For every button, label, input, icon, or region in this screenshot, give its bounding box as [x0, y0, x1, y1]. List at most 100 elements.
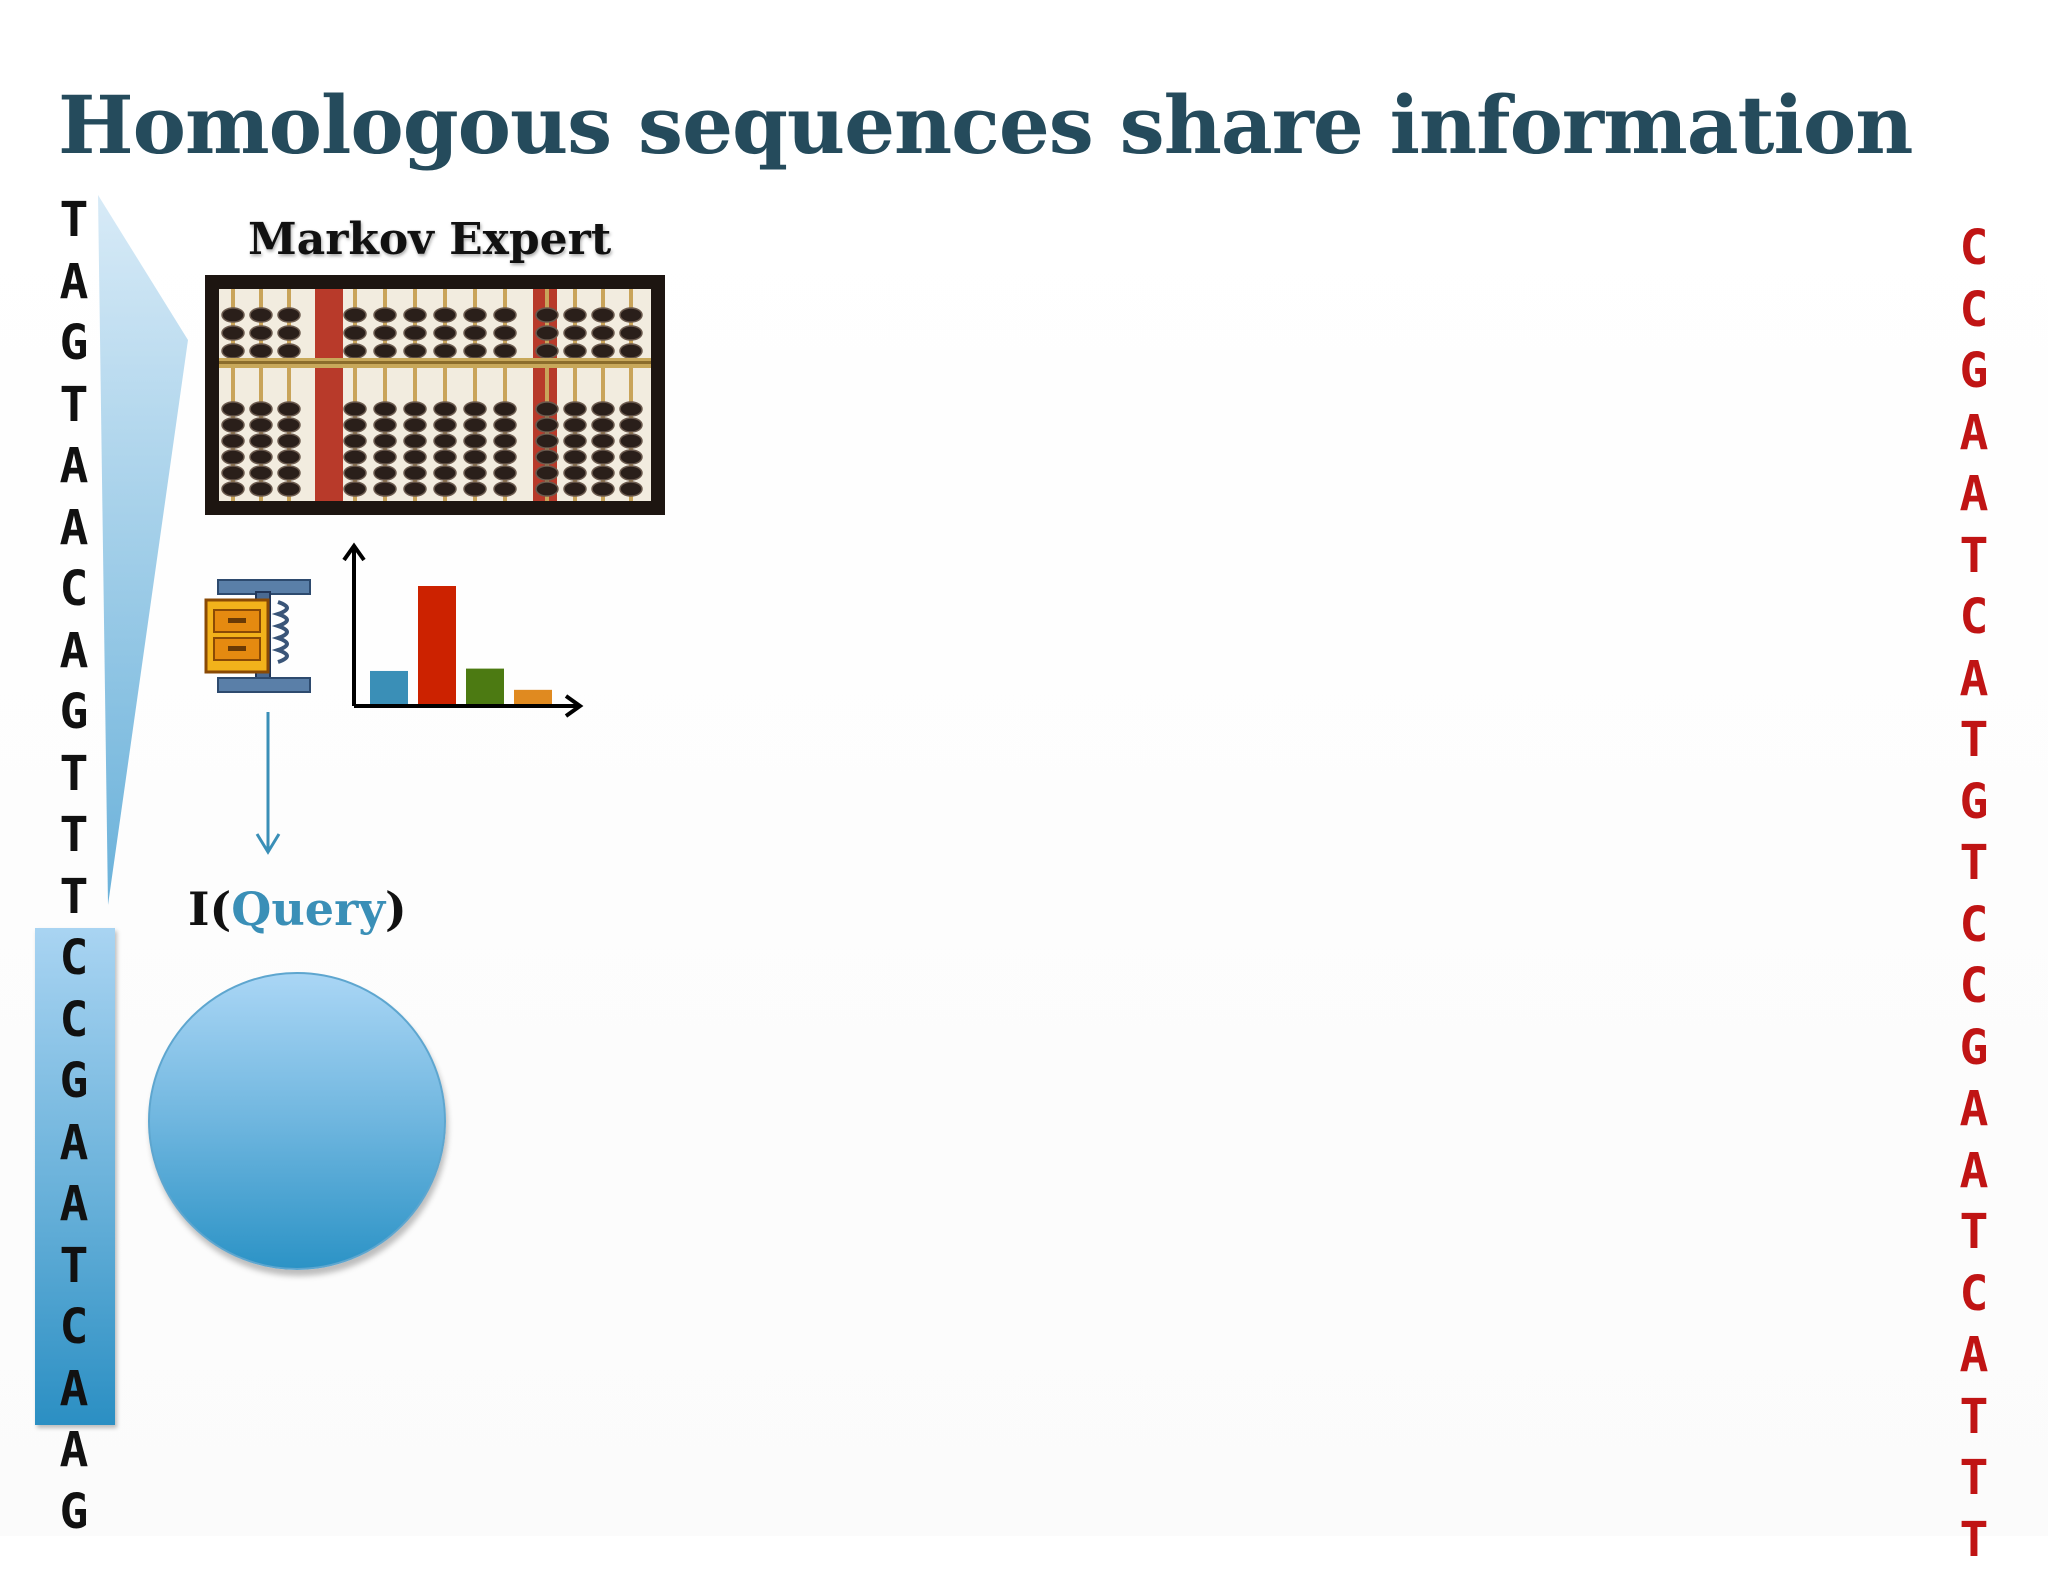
abacus-bead	[563, 465, 587, 481]
nucleotide: A	[59, 1422, 89, 1478]
histogram-bar	[466, 668, 504, 704]
abacus-bead	[221, 401, 245, 417]
abacus-bead	[373, 417, 397, 433]
context-wedge	[98, 195, 188, 905]
abacus-bead	[249, 433, 273, 449]
abacus-bead	[535, 325, 559, 341]
abacus-bead	[343, 433, 367, 449]
abacus-bead	[343, 343, 367, 359]
nucleotide: T	[1959, 1511, 1989, 1568]
abacus-bead	[535, 481, 559, 497]
abacus-bead	[619, 481, 643, 497]
slide-title: Homologous sequences share information	[58, 78, 1913, 172]
abacus-bead	[373, 307, 397, 323]
abacus-bead	[403, 417, 427, 433]
abacus-bead	[619, 433, 643, 449]
abacus-bead	[403, 343, 427, 359]
abacus-rod	[353, 289, 357, 501]
abacus-bead	[535, 401, 559, 417]
abacus-bead	[221, 433, 245, 449]
abacus-bead	[403, 481, 427, 497]
abacus-bead	[343, 465, 367, 481]
nucleotide: A	[59, 253, 89, 310]
abacus-rod	[443, 289, 447, 501]
abacus-bead	[403, 433, 427, 449]
abacus-bead	[463, 343, 487, 359]
slide-background	[0, 0, 2048, 1536]
abacus-bead	[373, 481, 397, 497]
abacus-bead	[221, 307, 245, 323]
abacus-bead	[591, 307, 615, 323]
nucleotide: T	[1959, 1450, 1989, 1506]
abacus-bead	[493, 307, 517, 323]
abacus-bead	[563, 449, 587, 465]
abacus-bead	[619, 417, 643, 433]
abacus-bead	[221, 449, 245, 465]
abacus-bead	[373, 465, 397, 481]
abacus-bead	[493, 325, 517, 341]
abacus-bead	[221, 465, 245, 481]
nucleotide: G	[59, 1053, 89, 1109]
abacus-rod	[259, 289, 263, 501]
abacus-bead	[535, 465, 559, 481]
abacus-bead	[249, 325, 273, 341]
nucleotide: A	[59, 1360, 89, 1417]
abacus-bead	[277, 307, 301, 323]
abacus-bead	[563, 433, 587, 449]
abacus-bead	[619, 401, 643, 417]
nucleotide: T	[59, 192, 89, 248]
abacus-bead	[373, 449, 397, 465]
abacus-bead	[493, 343, 517, 359]
abacus-bead	[373, 433, 397, 449]
abacus-bead	[343, 417, 367, 433]
abacus-bead	[463, 325, 487, 341]
abacus-bead	[463, 481, 487, 497]
abacus-bead	[535, 433, 559, 449]
nucleotide: T	[1959, 712, 1989, 768]
abacus-bead	[535, 307, 559, 323]
abacus-bead	[563, 417, 587, 433]
abacus-bead	[343, 449, 367, 465]
nucleotide: T	[1959, 527, 1989, 584]
nucleotide: T	[1959, 1388, 1989, 1445]
abacus-bead	[249, 343, 273, 359]
abacus-bead	[563, 481, 587, 497]
abacus-bead	[493, 481, 517, 497]
down-arrow	[255, 712, 281, 855]
nucleotide: A	[1959, 1142, 1989, 1199]
abacus-bead	[563, 325, 587, 341]
nucleotide: G	[59, 684, 89, 740]
abacus-bead	[249, 401, 273, 417]
abacus-rod	[473, 289, 477, 501]
information-suffix: )	[385, 882, 407, 936]
abacus-rod	[601, 289, 605, 501]
abacus-bead	[493, 401, 517, 417]
abacus-bead	[373, 343, 397, 359]
abacus-bead	[463, 433, 487, 449]
abacus-bead	[433, 481, 457, 497]
abacus-bead	[433, 465, 457, 481]
abacus-bead	[277, 417, 301, 433]
nucleotide: A	[1959, 404, 1989, 461]
abacus-bead	[277, 449, 301, 465]
abacus-icon	[205, 275, 665, 515]
nucleotide: A	[59, 622, 89, 679]
information-query: Query	[231, 882, 386, 936]
nucleotide: G	[1959, 773, 1989, 830]
abacus-bead	[591, 433, 615, 449]
abacus-bead	[433, 433, 457, 449]
abacus-bead	[591, 465, 615, 481]
abacus-bead	[493, 465, 517, 481]
histogram-bar	[418, 586, 456, 704]
abacus-bead	[277, 481, 301, 497]
abacus-bead	[403, 401, 427, 417]
abacus-bead	[403, 325, 427, 341]
abacus-bead	[249, 449, 273, 465]
abacus-bead	[277, 343, 301, 359]
nucleotide: T	[1959, 835, 1989, 891]
abacus-bead	[535, 449, 559, 465]
nucleotide: T	[59, 807, 89, 863]
abacus-bead	[591, 401, 615, 417]
